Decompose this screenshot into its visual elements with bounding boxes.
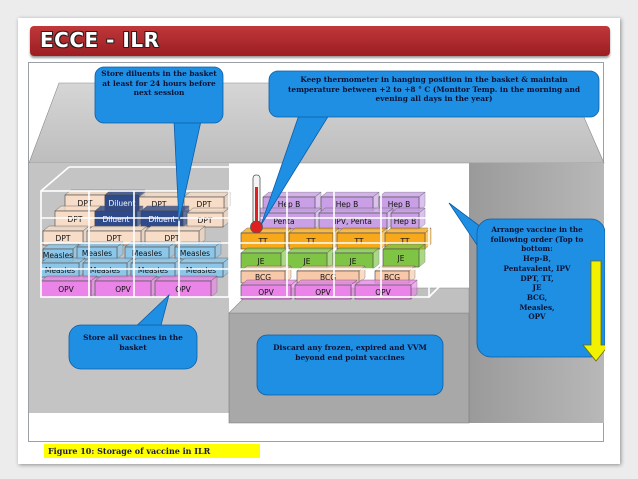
box-opv-label: OPV <box>258 288 274 297</box>
box-opv-label: OPV <box>58 285 74 294</box>
box-je-label: JE <box>257 257 265 266</box>
box-dpt-label: DPT <box>107 234 122 243</box>
box-bcg-label: BCG <box>384 273 400 282</box>
box-opv-label: OPV <box>315 288 331 297</box>
box-dpt: DPT <box>144 225 206 246</box>
box-je-label: JE <box>397 254 405 263</box>
callout-thermometer-text: Keep thermometer in hanging position in … <box>287 75 581 104</box>
box-measles-label: Measles <box>138 266 168 275</box>
box-hepb: Hep B <box>378 191 426 212</box>
box-opv-label: OPV <box>115 285 131 294</box>
box-tt: TT <box>336 227 388 250</box>
box-dpt-label: DPT <box>56 234 71 243</box>
box-penta-label: Penta <box>273 217 294 226</box>
order-item-je: JE <box>532 283 542 293</box>
callout-store-all: Store all vaccines in the basket <box>68 293 198 370</box>
box-measles-label: Measles <box>90 266 120 275</box>
box-measles: Measles <box>40 257 86 278</box>
box-opv: OPV <box>294 279 358 300</box>
box-opv: OPV <box>354 279 418 300</box>
box-hepb-label: Hep B <box>336 200 359 209</box>
box-dpt: DPT <box>42 225 90 246</box>
box-bcg-label: BCG <box>255 273 271 282</box>
order-item-dpt-tt: DPT, TT, <box>520 273 554 283</box>
box-je-label: JE <box>349 257 357 266</box>
box-je-label: JE <box>303 257 311 266</box>
box-tt-label: TT <box>257 237 267 246</box>
box-bcg-label: BCG <box>320 273 336 282</box>
box-measles: Measles <box>178 257 230 278</box>
callout-discard-text: Discard any frozen, expired and VVM beyo… <box>273 343 427 362</box>
box-hepb: Hep B <box>390 207 426 230</box>
order-item-opv: OPV <box>528 312 546 322</box>
box-je: JE <box>240 247 288 270</box>
right-basket-wire <box>238 166 452 298</box>
box-je: JE <box>382 243 426 268</box>
title-bar: ECCE - ILR <box>30 26 610 56</box>
box-measles: Measles <box>76 241 124 260</box>
order-down-arrow <box>582 260 610 362</box>
left-basket-wire <box>40 166 250 298</box>
slide: ECCE - ILR DPT Diluent <box>18 18 620 464</box>
box-measles-label: Measles <box>132 249 162 258</box>
box-measles-label: Measles <box>45 266 75 275</box>
box-diluent-label: Diluent <box>102 215 129 224</box>
box-dpt: DPT <box>86 225 148 246</box>
box-measles: Measles <box>82 257 134 278</box>
box-measles: Measles <box>124 241 176 260</box>
box-je: JE <box>332 247 380 270</box>
order-heading: Arrange vaccine in the following order (… <box>490 225 584 254</box>
box-opv: OPV <box>40 275 98 298</box>
box-measles-label: Measles <box>180 249 210 258</box>
box-tt-label: TT <box>353 237 363 246</box>
box-measles-label: Measles <box>82 249 112 258</box>
thermometer-icon <box>250 174 263 234</box>
order-item-hepb: Hep-B, <box>523 254 551 264</box>
callout-discard: Discard any frozen, expired and VVM beyo… <box>256 334 444 396</box>
callout-order: Arrange vaccine in the following order (… <box>448 202 606 358</box>
box-diluent: Diluent <box>94 205 144 228</box>
box-tt-label: TT <box>399 237 409 246</box>
box-diluent-label: Diluent <box>148 215 175 224</box>
slide-title: ECCE - ILR <box>40 28 160 52</box>
box-opv: OPV <box>154 275 218 298</box>
box-dpt-label: DPT <box>165 234 180 243</box>
callout-store-all-text: Store all vaccines in the basket <box>83 333 183 352</box>
box-measles-label: Measles <box>43 251 73 260</box>
box-opv: OPV <box>240 279 298 300</box>
right-basket: Hep B Hep B Hep B Penta IPV, Penta Hep B TT TT T… <box>238 166 452 300</box>
box-measles: Measles <box>174 241 222 260</box>
box-hepb-label: Hep B <box>394 217 417 226</box>
box-dpt: DPT <box>54 205 102 228</box>
box-tt: TT <box>288 227 340 250</box>
order-item-measles: Measles, <box>519 302 555 312</box>
box-opv-label: OPV <box>175 285 191 294</box>
box-diluent-label: Diluent <box>108 199 135 208</box>
box-measles: Measles <box>130 257 182 278</box>
figure-caption: Figure 10: Storage of vaccine in ILR <box>44 444 260 458</box>
box-dpt-label: DPT <box>197 200 212 209</box>
box-tt-label: TT <box>305 237 315 246</box>
box-opv: OPV <box>94 275 158 298</box>
callout-thermometer: Keep thermometer in hanging position in … <box>260 70 600 226</box>
box-dpt-label: DPT <box>152 200 167 209</box>
box-dpt-label: DPT <box>198 216 213 225</box>
order-item-bcg: BCG, <box>526 293 548 303</box>
box-ipv-penta-label: IPV, Penta <box>334 217 372 226</box>
box-hepb-label: Hep B <box>388 200 411 209</box>
box-hepb-label: Hep B <box>278 200 301 209</box>
box-opv-label: OPV <box>375 288 391 297</box>
box-dpt-label: DPT <box>68 215 83 224</box>
box-measles-label: Measles <box>186 266 216 275</box>
callout-diluents-text: Store diluents in the basket at least fo… <box>101 69 217 98</box>
box-dpt-label: DPT <box>78 199 93 208</box>
box-tt: TT <box>240 227 292 250</box>
box-je: JE <box>286 247 334 270</box>
order-item-penta: Pentavalent, IPV <box>503 263 571 273</box>
callout-diluents: Store diluents in the basket at least fo… <box>94 66 224 222</box>
